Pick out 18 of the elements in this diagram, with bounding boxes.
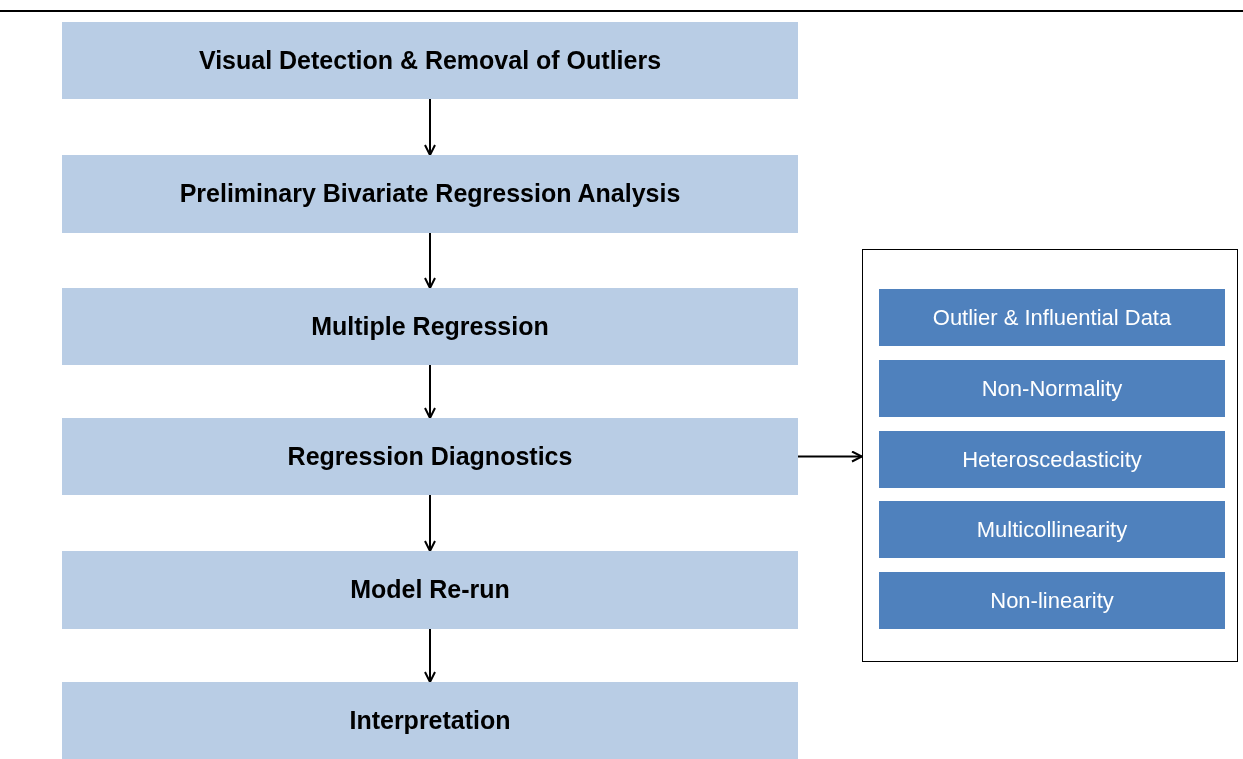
arrow (424, 494, 436, 552)
process-box: Visual Detection & Removal of Outliers (62, 22, 798, 99)
issue-box: Non-linearity (879, 572, 1225, 629)
arrow (424, 364, 436, 419)
process-box: Preliminary Bivariate Regression Analysis (62, 155, 798, 233)
process-box: Interpretation (62, 682, 798, 759)
process-box: Regression Diagnostics (62, 418, 798, 495)
process-box: Multiple Regression (62, 288, 798, 365)
issue-box: Outlier & Influential Data (879, 289, 1225, 346)
arrow (424, 232, 436, 289)
group-box (862, 249, 1238, 662)
process-box: Model Re-run (62, 551, 798, 629)
issue-box: Multicollinearity (879, 501, 1225, 558)
arrow (424, 628, 436, 683)
arrow (424, 98, 436, 156)
issue-box: Heteroscedasticity (879, 431, 1225, 488)
issue-box: Non-Normality (879, 360, 1225, 417)
arrow (797, 450, 863, 463)
